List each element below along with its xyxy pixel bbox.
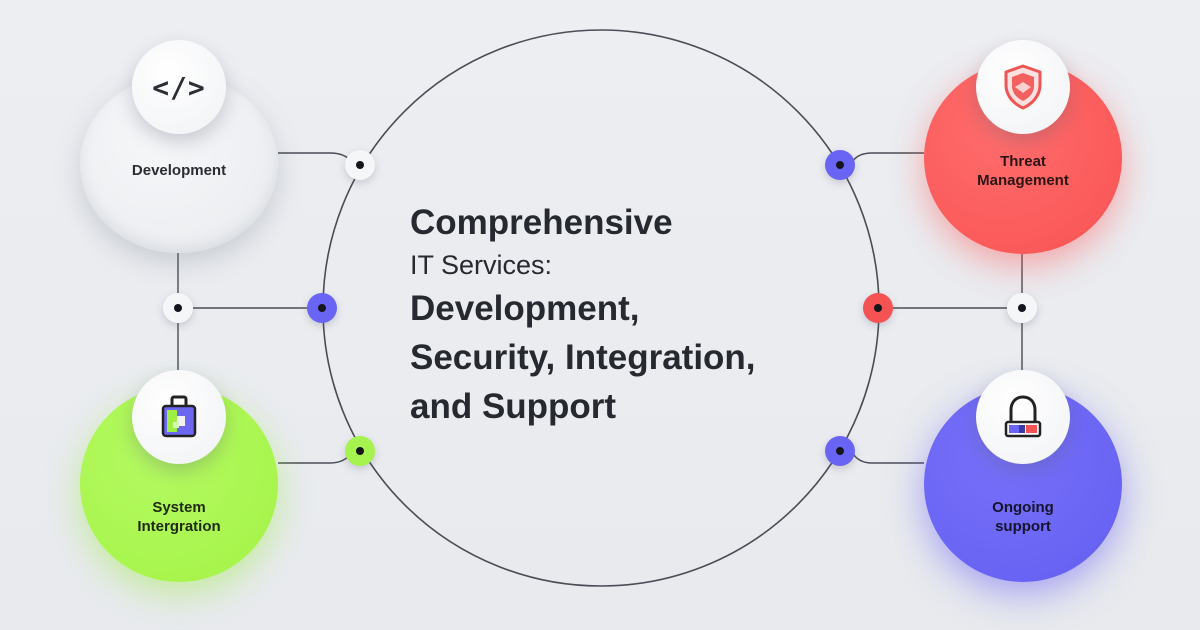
connector-development: [278, 152, 353, 163]
diagram-title: Comprehensive IT Services: Development, …: [410, 200, 810, 431]
threat-management-label: Threat Management: [977, 153, 1069, 189]
threat-management-circle: Threat Management: [924, 62, 1122, 254]
connector-node-right-junction: [1007, 293, 1037, 323]
development-badge: </>: [132, 40, 226, 134]
lock-icon: [161, 395, 197, 438]
development-label: Development: [131, 162, 227, 179]
connector-node-right-ring: [863, 293, 893, 323]
padlock-icon: [1004, 395, 1042, 438]
connector-node-threat: [825, 150, 855, 180]
code-icon: </>: [152, 70, 206, 104]
title-line-4: Security, Integration,: [410, 338, 756, 377]
connector-node-left-junction: [163, 293, 193, 323]
title-line-3: Development,: [410, 289, 640, 328]
system-integration-badge: [132, 370, 226, 464]
connector-node-development: [345, 150, 375, 180]
ongoing-support-badge: [976, 370, 1070, 464]
title-line-2: IT Services:: [410, 250, 553, 280]
connector-node-ongoing: [825, 436, 855, 466]
connector-ongoing: [851, 451, 924, 464]
title-line-1: Comprehensive: [410, 203, 673, 242]
title-line-5: and Support: [410, 387, 617, 426]
connector-node-left-ring: [307, 293, 337, 323]
shield-icon: [1004, 64, 1042, 110]
ongoing-support-label: Ongoing support: [992, 499, 1054, 535]
system-integration-label: System Intergration: [137, 499, 221, 535]
connector-node-system-integration: [345, 436, 375, 466]
connector-threat: [851, 152, 924, 163]
threat-badge: [976, 40, 1070, 134]
connector-system-integration: [278, 451, 353, 464]
